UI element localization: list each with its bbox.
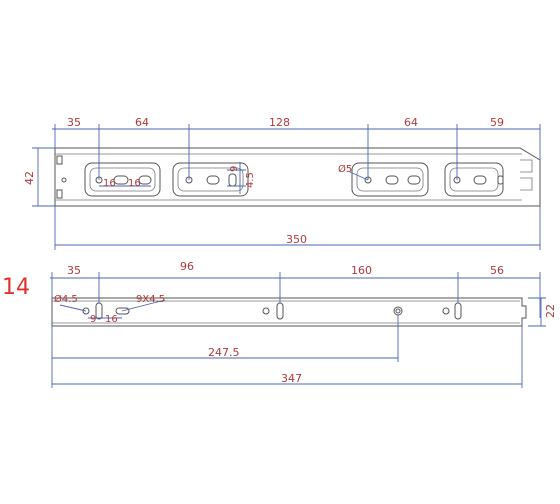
bottom-total-dimension: [51, 326, 523, 388]
top-height-label: 42: [23, 171, 36, 185]
bottom-partial-label: 247.5: [208, 346, 240, 359]
top-slot-dim-9: 9: [229, 166, 240, 172]
bottom-segment-2: 96: [180, 260, 194, 273]
top-slot-dim-4-5: 4.5: [245, 172, 256, 188]
bottom-segment-4: 56: [490, 264, 504, 277]
bottom-height-label: 22: [544, 304, 557, 318]
top-segment-2: 64: [135, 116, 149, 129]
bottom-height-dimension: [528, 297, 546, 327]
top-segment-3: 128: [269, 116, 290, 129]
bottom-segment-3: 160: [351, 264, 372, 277]
top-segment-1: 35: [67, 116, 81, 129]
slot-group-4: [444, 162, 504, 197]
slot-group-1: [84, 162, 161, 197]
top-hole-label: Ø5: [338, 163, 352, 175]
bottom-slot-dim-16: 16: [105, 314, 118, 325]
bottom-hole-label: Ø4.5: [54, 293, 78, 305]
top-total-label: 350: [286, 233, 307, 246]
bottom-slot-dim-9: 9: [90, 314, 96, 325]
bottom-slot-label: 9X4.5: [136, 294, 165, 305]
top-rail: 35 64 128 64 59 42 16 16 9 4.5 Ø5 350: [23, 116, 541, 250]
top-segment-4: 64: [404, 116, 418, 129]
top-slot-dim-16a: 16: [103, 178, 116, 189]
top-segment-5: 59: [490, 116, 504, 129]
bottom-partial-dimension: [51, 315, 399, 362]
top-dimension-chain: [52, 124, 541, 180]
top-height-dimension: [32, 147, 55, 207]
slot-group-3: [351, 162, 429, 197]
top-slot-dim-16b: 16: [128, 178, 141, 189]
bottom-segment-1: 35: [67, 264, 81, 277]
bottom-rail: 35 96 160 56 22 Ø4.5 9X4.5 9 16 247.5: [50, 260, 557, 388]
side-number: 14: [2, 275, 30, 300]
bottom-dimension-chain: [50, 272, 541, 318]
bottom-total-label: 347: [281, 372, 302, 385]
top-total-dimension: [54, 206, 541, 250]
